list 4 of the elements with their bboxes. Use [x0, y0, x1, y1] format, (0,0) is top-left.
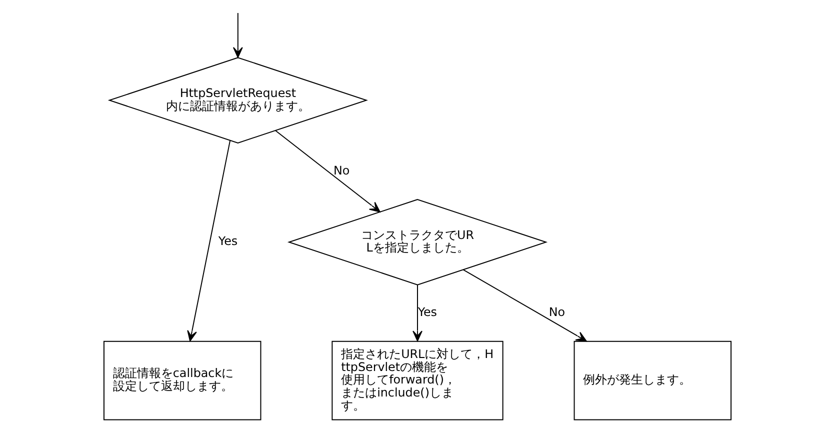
edge-label: Yes [218, 234, 238, 248]
edge-label: Yes [418, 305, 438, 320]
edge-label: No [548, 305, 565, 320]
edge-label: No [334, 163, 350, 178]
